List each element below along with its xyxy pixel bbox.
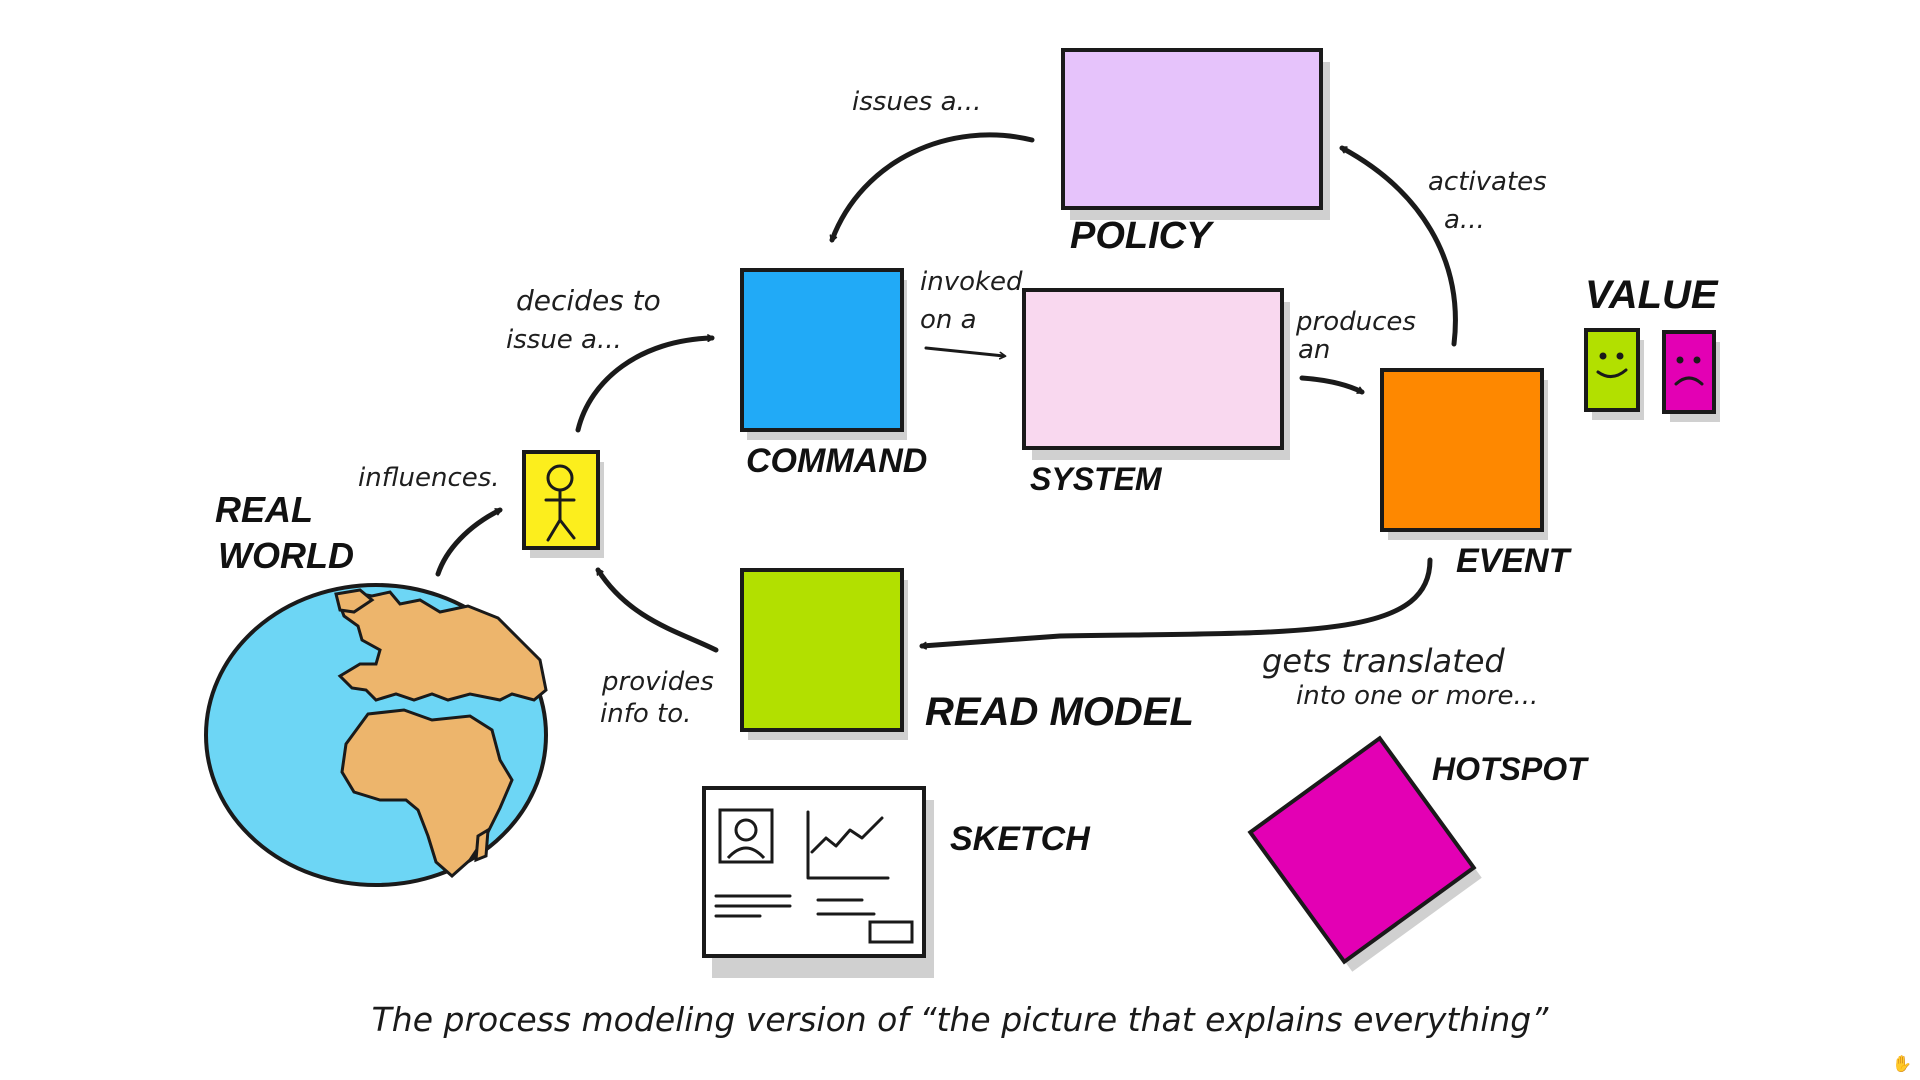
hotspot-label: HOTSPOT	[1432, 751, 1589, 787]
command-note	[740, 268, 904, 432]
value-label: VALUE	[1585, 273, 1719, 317]
edge-label-translated-line2: into one or more...	[1296, 681, 1538, 711]
arrow-command-to-system	[924, 346, 1007, 360]
edge-label-influences: influences.	[358, 463, 500, 493]
edge-label-invoked-line1: invoked	[920, 267, 1023, 297]
system-sticky	[1022, 288, 1290, 460]
sketch-button	[868, 920, 914, 944]
read-model-sticky	[740, 568, 908, 740]
edge-label-activates-line2: a...	[1444, 205, 1485, 235]
command-label: COMMAND	[746, 442, 927, 480]
hand-cursor-icon: ✋	[1892, 1056, 1912, 1073]
arrow-world-to-actor	[435, 507, 503, 577]
real-world-label-line2: WORLD	[218, 535, 354, 576]
value-negative-sticky	[1662, 330, 1720, 422]
globe-landmass-greenland	[334, 588, 375, 614]
arrow-event-to-read-model	[919, 557, 1433, 650]
edge-label-decides-line2: issue a...	[506, 325, 622, 355]
profile-picture-icon	[718, 808, 774, 864]
value-positive-note	[1584, 328, 1640, 412]
stick-figure-icon	[544, 464, 576, 542]
text-lines-icon	[714, 894, 876, 918]
edge-label-issues: issues a...	[852, 87, 981, 117]
value-positive-sticky	[1584, 328, 1644, 420]
policy-note	[1061, 48, 1323, 210]
sketch-card	[702, 786, 934, 978]
arrow-actor-to-command	[575, 334, 715, 433]
read-model-label: READ MODEL	[925, 690, 1194, 734]
sad-face-icon	[1674, 356, 1704, 386]
event-label: EVENT	[1456, 542, 1573, 580]
edge-label-produces-line2: an	[1298, 335, 1330, 365]
arrow-event-to-policy	[1339, 145, 1458, 347]
real-world-label-line1: REAL	[215, 489, 313, 530]
globe-landmass-island	[474, 827, 490, 863]
policy-label: POLICY	[1070, 215, 1215, 257]
system-label: SYSTEM	[1030, 461, 1163, 497]
edge-label-translated-line1: gets translated	[1262, 642, 1505, 680]
globe-landmass-europe	[336, 590, 548, 702]
system-note	[1022, 288, 1284, 450]
sketch-frame	[702, 786, 926, 958]
actor-sticky	[522, 450, 604, 558]
policy-sticky	[1061, 48, 1330, 220]
value-negative-note	[1662, 330, 1716, 414]
hotspot-note	[1247, 735, 1477, 965]
happy-face-icon	[1596, 352, 1628, 378]
line-graph-icon	[806, 810, 890, 880]
arrow-policy-to-command	[829, 132, 1035, 243]
globe-landmass-africa	[340, 708, 514, 878]
edge-label-invoked-line2: on a	[920, 305, 977, 335]
event-note	[1380, 368, 1544, 532]
edge-label-activates-line1: activates	[1428, 167, 1547, 197]
arrow-system-to-event	[1299, 375, 1365, 395]
edge-label-provides-line2: info to.	[600, 699, 691, 729]
event-sticky	[1380, 368, 1548, 540]
read-model-note	[740, 568, 904, 732]
edge-label-produces-line1: produces	[1295, 307, 1416, 337]
globe-icon	[204, 583, 548, 887]
hotspot-sticky	[1247, 735, 1482, 972]
sketch-label: SKETCH	[950, 820, 1091, 858]
edge-label-decides-line1: decides to	[516, 284, 661, 317]
edge-label-provides-line1: provides	[601, 667, 714, 697]
caption: The process modeling version of “the pic…	[371, 1000, 1549, 1039]
arrow-read-model-to-actor	[595, 567, 719, 653]
command-sticky	[740, 268, 907, 440]
